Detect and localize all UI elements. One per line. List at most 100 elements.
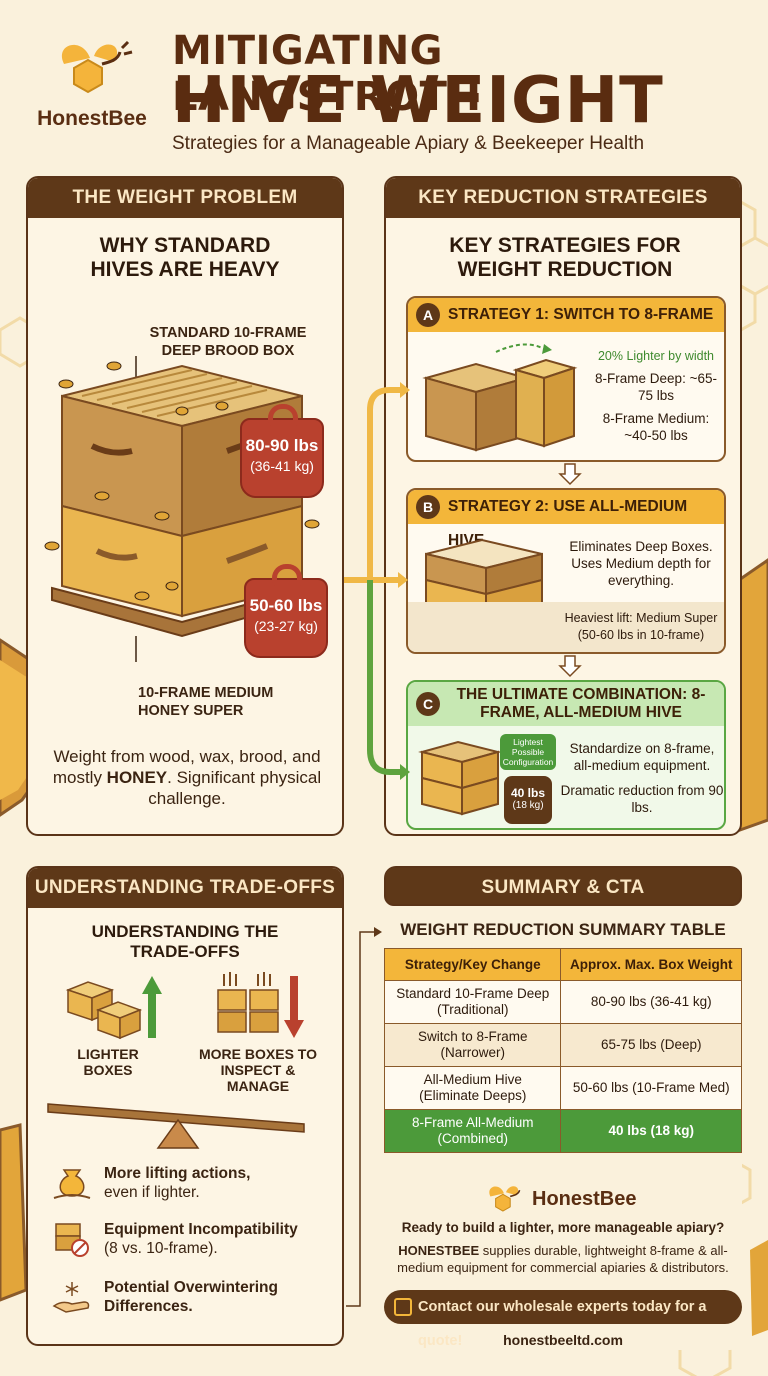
- page-title-line1: MITIGATING LANGSTROTH: [172, 28, 482, 120]
- table-row: Switch to 8-Frame(Narrower) 65-75 lbs (D…: [384, 1023, 742, 1067]
- seesaw-balance-icon: [47, 1103, 305, 1149]
- table-cell-weight: 50-60 lbs (10-Frame Med): [560, 1066, 742, 1110]
- page-title-line2: HIVE WEIGHT: [172, 64, 664, 138]
- super-weight-value: 50-60 lbs: [249, 596, 323, 615]
- page-subtitle: Strategies for a Manageable Apiary & Bee…: [172, 133, 645, 154]
- lighter-boxes-icon: [65, 976, 162, 1040]
- deep-box-label: STANDARD 10-FRAME DEEP BROOD BOX: [149, 325, 307, 359]
- strategies-title: KEY STRATEGIES FOR WEIGHT REDUCTION: [449, 234, 681, 281]
- summary-connector: [346, 927, 382, 1307]
- summary-logo[interactable]: HonestBee: [480, 1180, 680, 1220]
- more-boxes-label: MORE BOXES TO INSPECT & MANAGE: [199, 1046, 317, 1094]
- strategy-a-lighter: 20% Lighter by width: [597, 349, 715, 363]
- row-1-strategy: Standard 10-Frame Deep: [396, 986, 550, 1001]
- combined-hive-icon: [418, 740, 502, 816]
- edit-icon: [394, 1298, 412, 1316]
- strategy-c-letter: C: [416, 692, 440, 716]
- table-cell-weight: 40 lbs (18 kg): [560, 1109, 742, 1153]
- tradeoff-item-1-detail: even if lighter.: [104, 1184, 200, 1201]
- row-2-strategy: Switch to 8-Frame: [417, 1029, 528, 1044]
- weight-problem-title: WHY STANDARD HIVES ARE HEAVY: [90, 234, 280, 281]
- brand-logo[interactable]: HonestBee: [22, 34, 162, 131]
- summary-table: Strategy/Key Change Approx. Max. Box Wei…: [384, 948, 742, 1153]
- strategy-c-desc2: Dramatic reduction from 90 lbs.: [560, 783, 724, 815]
- connector-arrows: [344, 382, 410, 780]
- down-arrow-icon-2: [558, 655, 582, 678]
- table-header-weight: Approx. Max. Box Weight: [560, 948, 742, 981]
- bee-logo-icon: [61, 40, 133, 94]
- row-1-sub: (Traditional): [436, 1002, 509, 1017]
- weight-note: Weight from wood, wax, brood, and mostly…: [52, 746, 322, 809]
- strategy-a-letter: A: [416, 303, 440, 327]
- strategies-panel: KEY REDUCTION STRATEGIES KEY STRATEGIES …: [384, 176, 742, 836]
- cta-pitch-text: supplies durable, lightweight 8-frame & …: [397, 1243, 729, 1275]
- row-3-sub: (Eliminate Deeps): [419, 1088, 527, 1103]
- strategy-c-desc1: Standardize on 8-frame, all-medium equip…: [569, 741, 715, 773]
- super-weight-kg: (23-27 kg): [254, 618, 318, 634]
- super-weight-tag: 50-60 lbs (23-27 kg): [244, 564, 328, 658]
- deep-weight-kg: (36-41 kg): [250, 458, 314, 474]
- deep-weight-value: 80-90 lbs: [245, 436, 319, 455]
- down-arrow-icon: [558, 463, 582, 486]
- cta-question: Ready to build a lighter, more manageabl…: [401, 1220, 725, 1235]
- overwintering-hand-icon: [52, 1282, 90, 1313]
- cta-pitch: HONESTBEE supplies durable, lightweight …: [384, 1242, 742, 1276]
- tradeoff-item-1-title: More lifting actions,: [104, 1165, 251, 1182]
- deep-weight-tag: 80-90 lbs (36-41 kg): [240, 404, 324, 498]
- table-row: All-Medium Hive(Eliminate Deeps) 50-60 l…: [384, 1066, 742, 1110]
- website-link[interactable]: honestbeeltd.com: [503, 1332, 623, 1348]
- row-3-strategy: All-Medium Hive: [423, 1072, 522, 1087]
- super-box-label: 10-FRAME MEDIUM HONEY SUPER: [138, 685, 274, 719]
- summary-header: SUMMARY & CTA: [384, 866, 742, 906]
- tradeoff-item-3-detail: Differences.: [104, 1298, 193, 1315]
- tradeoff-item-2: Equipment Incompatibility (8 vs. 10-frame…: [104, 1220, 334, 1258]
- weight-problem-panel: THE WEIGHT PROBLEM WHY STANDARD HIVES AR…: [26, 176, 344, 836]
- table-row: Standard 10-Frame Deep(Traditional) 80-9…: [384, 980, 742, 1024]
- strategies-header: KEY REDUCTION STRATEGIES: [386, 178, 740, 218]
- strategy-b-description: Eliminates Deep Boxes. Uses Medium depth…: [569, 539, 713, 588]
- row-4-sub: (Combined): [437, 1131, 508, 1146]
- strategy-b-heaviest: Heaviest lift: Medium Super (50-60 lbs i…: [564, 611, 718, 642]
- table-cell-strategy: All-Medium Hive(Eliminate Deeps): [384, 1066, 562, 1110]
- table-cell-strategy: Switch to 8-Frame(Narrower): [384, 1023, 562, 1067]
- table-row: 8-Frame All-Medium(Combined) 40 lbs (18 …: [384, 1109, 742, 1153]
- contact-quote-label: Contact our wholesale experts today for …: [418, 1299, 707, 1349]
- combined-weight-kg: (18 kg): [512, 800, 544, 811]
- table-cell-weight: 80-90 lbs (36-41 kg): [560, 980, 742, 1024]
- tradeoff-item-2-title: Equipment Incompatibility: [104, 1221, 298, 1238]
- tradeoffs-title: UNDERSTANDING THE TRADE-OFFS: [91, 922, 279, 961]
- combined-weight-value: 40 lbs: [510, 786, 546, 800]
- weight-problem-header: THE WEIGHT PROBLEM: [28, 178, 342, 218]
- summary-panel: SUMMARY & CTA WEIGHT REDUCTION SUMMARY T…: [384, 866, 742, 1350]
- tradeoff-item-3-title: Potential Overwintering: [104, 1279, 278, 1296]
- weight-note-text: Weight from wood, wax, brood, and mostly: [52, 747, 321, 787]
- brand-name: HonestBee: [37, 107, 147, 130]
- combined-weight-tag: 40 lbs (18 kg): [504, 776, 552, 824]
- incompatibility-icon: [55, 1223, 89, 1257]
- more-boxes-icon: [217, 972, 304, 1038]
- summary-table-title: WEIGHT REDUCTION SUMMARY TABLE: [400, 920, 726, 939]
- eight-frame-boxes-icon: [422, 343, 578, 452]
- tradeoffs-panel: UNDERSTANDING TRADE-OFFS UNDERSTANDING T…: [26, 866, 344, 1346]
- weight-note-suffix: . Significant physical challenge.: [148, 768, 322, 808]
- strategy-a-medium-weight: 8-Frame Medium: ~40-50 lbs: [602, 411, 710, 443]
- row-4-strategy: 8-Frame All-Medium: [411, 1115, 534, 1130]
- summary-brand-name: HonestBee: [532, 1188, 637, 1210]
- strategy-a-title: STRATEGY 1: SWITCH TO 8-FRAME: [448, 306, 714, 323]
- money-bag-icon: [53, 1169, 91, 1199]
- bee-logo-icon: [489, 1186, 521, 1212]
- tradeoff-item-2-detail: (8 vs. 10-frame).: [104, 1240, 218, 1257]
- contact-quote-button[interactable]: Contact our wholesale experts today for …: [384, 1290, 742, 1349]
- strategy-b-letter: B: [416, 495, 440, 519]
- strategy-card-a: A STRATEGY 1: SWITCH TO 8-FRAME 20% Light…: [406, 296, 726, 462]
- cta-pitch-brand: HONESTBEE: [398, 1243, 480, 1258]
- table-header-strategy: Strategy/Key Change: [384, 948, 562, 981]
- lightest-config-badge: Lightest Possible Configuration: [500, 734, 556, 770]
- weight-note-emphasis: HONEY: [106, 768, 168, 787]
- tradeoff-item-1: More lifting actions, even if lighter.: [104, 1164, 324, 1202]
- row-2-sub: (Narrower): [440, 1045, 505, 1060]
- lighter-boxes-label: LIGHTER BOXES: [77, 1046, 139, 1078]
